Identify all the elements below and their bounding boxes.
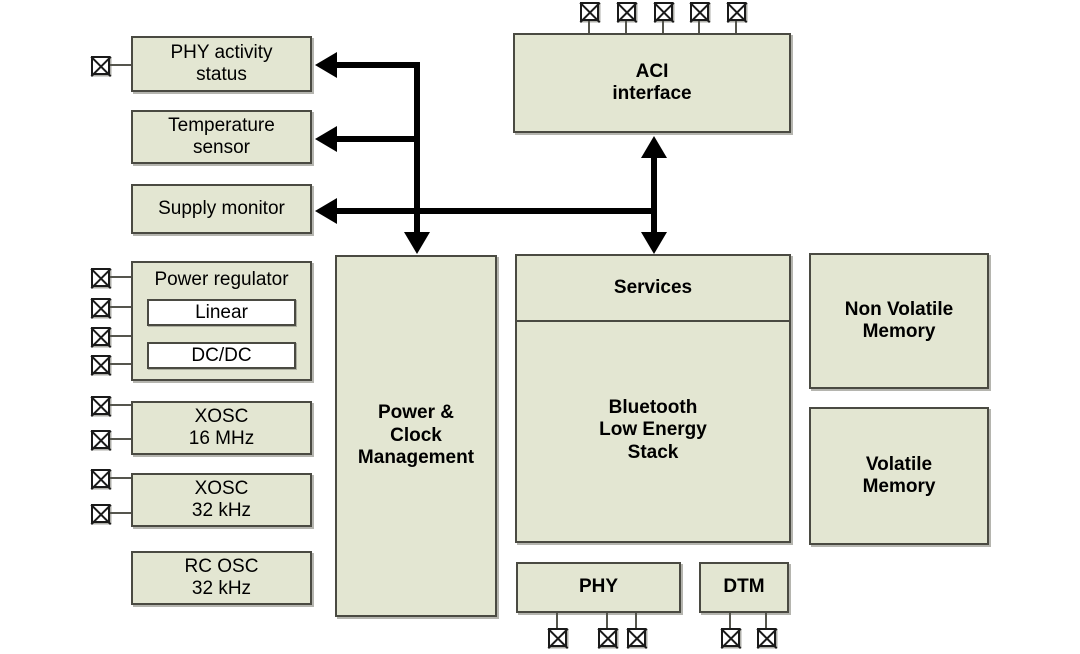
pin-pad-xosc32-2[interactable] (91, 504, 110, 523)
block-dtm[interactable]: DTM (699, 562, 789, 613)
block-dcdc-regulator-label: DC/DC (191, 344, 252, 366)
bus-aci-to-ble (651, 156, 657, 234)
block-phy-label: PHY (578, 576, 619, 598)
lead-aci-5 (735, 21, 737, 34)
pin-pad-power-2[interactable] (91, 298, 110, 317)
lead-aci-4 (698, 21, 700, 34)
lead-power-2 (110, 306, 133, 308)
lead-power-1 (110, 276, 133, 278)
lead-xosc16-1 (110, 404, 133, 406)
bus-vertical-trunk (414, 62, 420, 242)
pin-pad-aci-4[interactable] (690, 2, 709, 21)
lead-phy-activity (110, 64, 133, 66)
arrowhead-to-power-clock-mgmt (404, 232, 430, 254)
lead-dtm-1 (729, 613, 731, 629)
lead-power-4 (110, 363, 133, 365)
pin-pad-phy-activity[interactable] (91, 56, 110, 75)
pin-pad-dtm-1[interactable] (721, 628, 740, 647)
pin-pad-dtm-2[interactable] (757, 628, 776, 647)
bus-to-phy-activity (335, 62, 420, 68)
arrowhead-to-ble-stack (641, 232, 667, 254)
pin-pad-phy-2[interactable] (598, 628, 617, 647)
block-services[interactable]: Services (517, 256, 789, 320)
lead-dtm-2 (765, 613, 767, 629)
pin-pad-phy-1[interactable] (548, 628, 567, 647)
block-supply-monitor[interactable]: Supply monitor (131, 184, 312, 234)
lead-aci-3 (662, 21, 664, 34)
lead-phy-1 (556, 613, 558, 629)
pin-pad-aci-1[interactable] (580, 2, 599, 21)
pin-pad-aci-3[interactable] (654, 2, 673, 21)
pin-pad-power-1[interactable] (91, 268, 110, 287)
lead-xosc32-1 (110, 477, 133, 479)
pin-pad-xosc16-2[interactable] (91, 430, 110, 449)
lead-aci-1 (588, 21, 590, 34)
pin-pad-xosc16-1[interactable] (91, 396, 110, 415)
lead-xosc16-2 (110, 438, 133, 440)
block-linear-regulator-label: Linear (195, 301, 248, 323)
block-phy[interactable]: PHY (516, 562, 681, 613)
block-services-label: Services (613, 276, 693, 298)
block-dtm-label: DTM (723, 576, 765, 598)
pin-pad-power-3[interactable] (91, 327, 110, 346)
block-power-regulator-label: Power regulator (154, 269, 289, 290)
lead-power-3 (110, 335, 133, 337)
block-supply-monitor-label: Supply monitor (158, 197, 285, 219)
pin-pad-aci-5[interactable] (727, 2, 746, 21)
block-linear-regulator[interactable]: Linear (147, 299, 296, 326)
arrowhead-to-aci-interface (641, 136, 667, 158)
arrowhead-to-temperature-sensor (315, 126, 337, 152)
divider-services-stack (517, 320, 789, 322)
bus-to-supply-monitor (335, 208, 655, 214)
arrowhead-to-supply-monitor (315, 198, 337, 224)
lead-phy-3 (635, 613, 637, 629)
pin-pad-power-4[interactable] (91, 355, 110, 374)
pin-pad-phy-3[interactable] (627, 628, 646, 647)
lead-phy-2 (606, 613, 608, 629)
block-dcdc-regulator[interactable]: DC/DC (147, 342, 296, 369)
bus-to-temperature-sensor (335, 136, 420, 142)
arrowhead-to-phy-activity (315, 52, 337, 78)
lead-xosc32-2 (110, 512, 133, 514)
lead-aci-2 (625, 21, 627, 34)
pin-pad-xosc32-1[interactable] (91, 469, 110, 488)
pin-pad-aci-2[interactable] (617, 2, 636, 21)
